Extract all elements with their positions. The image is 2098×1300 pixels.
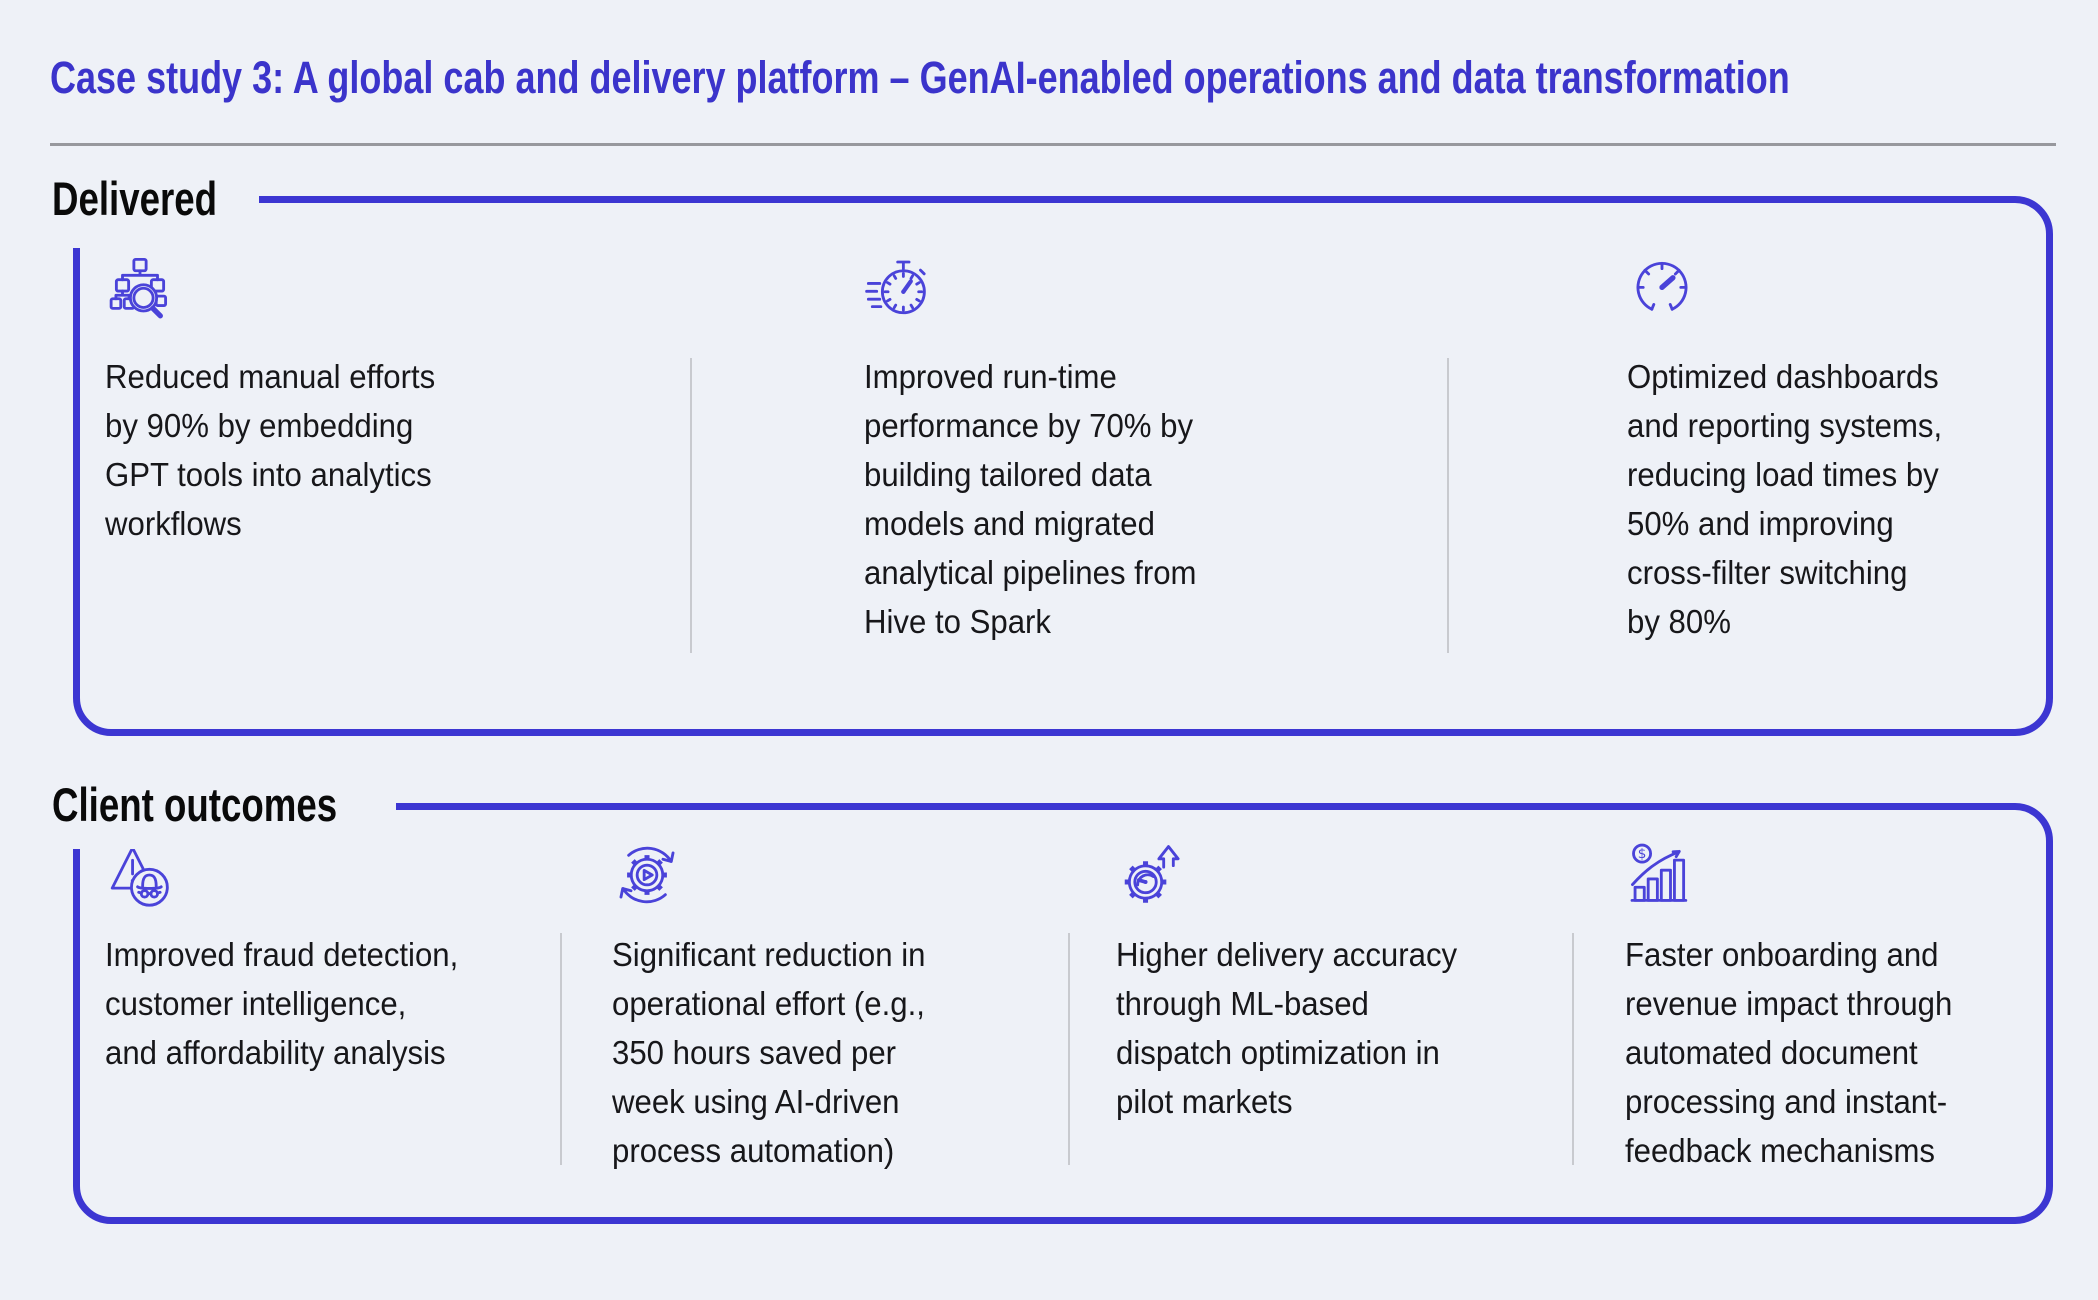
speedometer-icon xyxy=(1627,255,1697,325)
delivered-item-2: Improved run-time performance by 70% by … xyxy=(864,203,1424,729)
client-outcomes-label-gap xyxy=(72,802,396,849)
outcome-item-3: Higher delivery accuracy through ML-base… xyxy=(1116,810,1566,1217)
outcome-item-2: Significant reduction in operational eff… xyxy=(612,810,1062,1217)
client-outcomes-section-label: Client outcomes xyxy=(52,778,338,831)
svg-text:$: $ xyxy=(1638,846,1647,862)
outcome-item-3-text: Higher delivery accuracy through ML-base… xyxy=(1116,937,1458,1121)
outcome-item-1-text: Improved fraud detection, customer intel… xyxy=(105,937,459,1072)
process-automation-icon xyxy=(612,840,682,910)
title-divider-rule xyxy=(50,143,2056,146)
delivered-panel: Reduced manual efforts by 90% by embeddi… xyxy=(72,195,2053,736)
outcome-item-2-text: Significant reduction in operational eff… xyxy=(612,937,926,1170)
client-outcomes-panel: Improved fraud detection, customer intel… xyxy=(72,802,2053,1224)
column-divider xyxy=(1068,933,1070,1165)
delivered-item-3-text: Optimized dashboards and reporting syste… xyxy=(1627,359,1943,641)
column-divider xyxy=(1572,933,1574,1165)
column-divider xyxy=(560,933,562,1165)
outcome-item-4: $ Faster onboarding and revenue impact t… xyxy=(1625,810,2065,1217)
delivered-item-2-text: Improved run-time performance by 70% by … xyxy=(864,359,1197,641)
fraud-detection-icon xyxy=(105,840,175,910)
delivered-item-3: Optimized dashboards and reporting syste… xyxy=(1627,203,2067,729)
outcome-item-1: Improved fraud detection, customer intel… xyxy=(105,810,555,1217)
stopwatch-icon xyxy=(864,255,934,325)
column-divider xyxy=(1447,358,1449,653)
sitemap-search-icon xyxy=(105,255,175,325)
page-title: Case study 3: A global cab and delivery … xyxy=(50,52,1790,103)
delivered-label-gap xyxy=(72,195,259,248)
delivered-item-1: Reduced manual efforts by 90% by embeddi… xyxy=(105,203,665,729)
revenue-growth-icon: $ xyxy=(1625,840,1695,910)
outcome-item-4-text: Faster onboarding and revenue impact thr… xyxy=(1625,937,1953,1170)
delivered-item-1-text: Reduced manual efforts by 90% by embeddi… xyxy=(105,359,436,543)
delivered-section-label: Delivered xyxy=(52,172,218,225)
column-divider xyxy=(690,358,692,653)
dispatch-optimization-icon xyxy=(1116,840,1186,910)
